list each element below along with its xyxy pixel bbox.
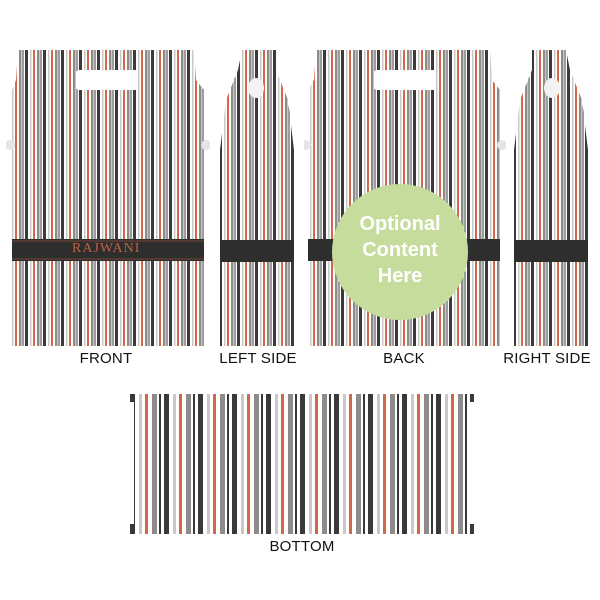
front-panel: RAJWANI	[6, 50, 210, 348]
bottom-panel	[128, 394, 476, 534]
optional-line-3: Here	[377, 265, 423, 287]
front-band	[12, 239, 204, 261]
right-side-panel	[512, 50, 590, 348]
bottom-label: BOTTOM	[269, 538, 335, 555]
optional-line-2: Content	[362, 239, 438, 261]
front-handle-hole	[76, 70, 138, 90]
front-box-shape	[12, 50, 204, 346]
personalization-text: RAJWANI	[72, 241, 141, 256]
back-panel: Optional Content Here	[304, 50, 506, 348]
optional-content-text: Optional Content Here	[332, 211, 468, 289]
front-label: FRONT	[79, 350, 133, 367]
left-side-band	[220, 240, 294, 262]
left-side-panel	[218, 50, 296, 348]
optional-line-1: Optional	[359, 213, 441, 235]
back-handle-hole	[374, 70, 436, 90]
back-label: BACK	[383, 350, 425, 367]
right-side-band	[514, 240, 588, 262]
optional-content-circle	[332, 184, 468, 320]
left-side-label: LEFT SIDE	[219, 350, 297, 367]
right-side-label: RIGHT SIDE	[503, 350, 591, 367]
